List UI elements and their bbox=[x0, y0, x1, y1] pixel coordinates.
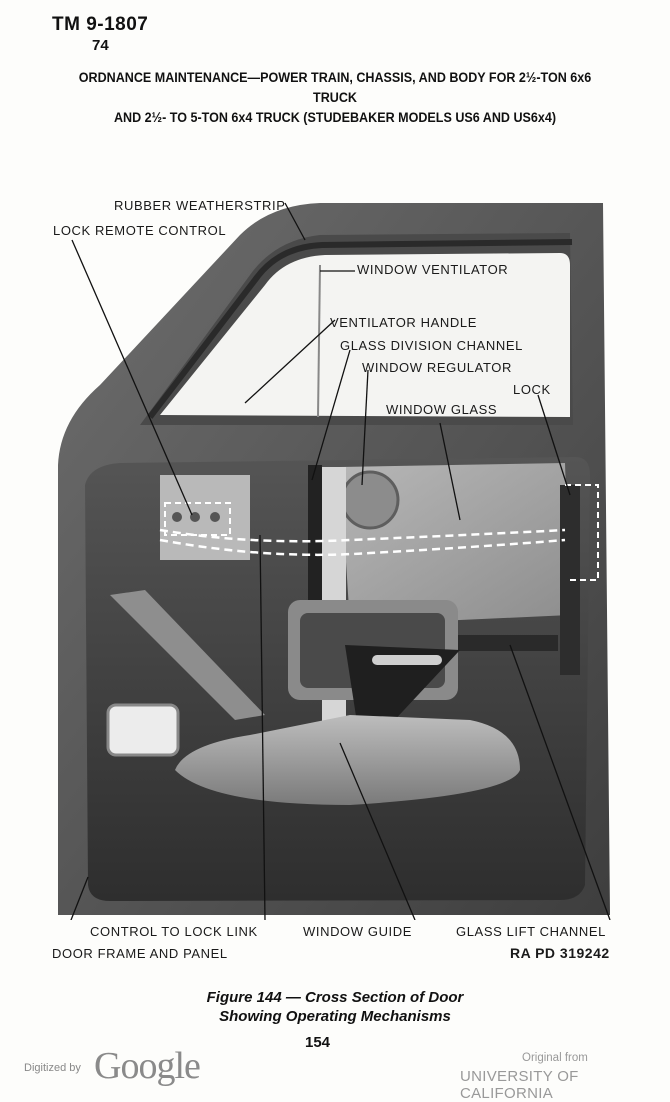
label-door-frame-and-panel: DOOR FRAME AND PANEL bbox=[52, 946, 228, 961]
label-window-ventilator: WINDOW VENTILATOR bbox=[357, 262, 509, 277]
label-ventilator-handle: VENTILATOR HANDLE bbox=[330, 315, 477, 330]
label-lock-remote-control: LOCK REMOTE CONTROL bbox=[53, 223, 227, 238]
door-illustration bbox=[58, 202, 611, 920]
heading-line-1: ORDNANCE MAINTENANCE—POWER TRAIN, CHASSI… bbox=[78, 70, 592, 105]
caption-line-2: Showing Operating Mechanisms bbox=[219, 1008, 451, 1025]
label-glass-division-channel: GLASS DIVISION CHANNEL bbox=[340, 338, 523, 353]
label-lock: LOCK bbox=[513, 382, 551, 397]
original-from-text: Original from bbox=[522, 1052, 588, 1064]
label-rubber-weatherstrip: RUBBER WEATHERSTRIP bbox=[114, 198, 286, 213]
digitized-by-text: Digitized by bbox=[24, 1062, 81, 1074]
window-opening bbox=[160, 253, 570, 417]
label-window-regulator: WINDOW REGULATOR bbox=[362, 360, 512, 375]
door-cross-section-figure: RUBBER WEATHERSTRIP LOCK REMOTE CONTROL … bbox=[50, 195, 620, 939]
regulator-gear bbox=[340, 470, 400, 530]
figure-caption: Figure 144 — Cross Section of Door Showi… bbox=[60, 988, 610, 1026]
label-glass-lift-channel: GLASS LIFT CHANNEL bbox=[456, 924, 606, 939]
google-logo: Google bbox=[94, 1045, 201, 1087]
label-window-guide: WINDOW GUIDE bbox=[303, 924, 413, 939]
label-window-glass: WINDOW GLASS bbox=[386, 402, 498, 417]
label-control-to-lock-link: CONTROL TO LOCK LINK bbox=[90, 924, 258, 939]
heading-line-2: AND 2½- TO 5-TON 6x4 TRUCK (STUDEBAKER M… bbox=[113, 110, 557, 125]
manual-id: TM 9-1807 bbox=[52, 14, 149, 35]
document-heading: ORDNANCE MAINTENANCE—POWER TRAIN, CHASSI… bbox=[61, 68, 610, 128]
caption-line-1: Figure 144 — Cross Section of Door bbox=[206, 989, 464, 1006]
small-opening bbox=[106, 703, 180, 757]
figure-ra-number: RA PD 319242 bbox=[510, 945, 610, 961]
page-reference: 74 bbox=[92, 37, 109, 54]
control-to-lock-link-shape bbox=[159, 528, 566, 543]
rubber-weatherstrip-shape bbox=[147, 239, 573, 419]
page-number: 154 bbox=[305, 1034, 331, 1051]
